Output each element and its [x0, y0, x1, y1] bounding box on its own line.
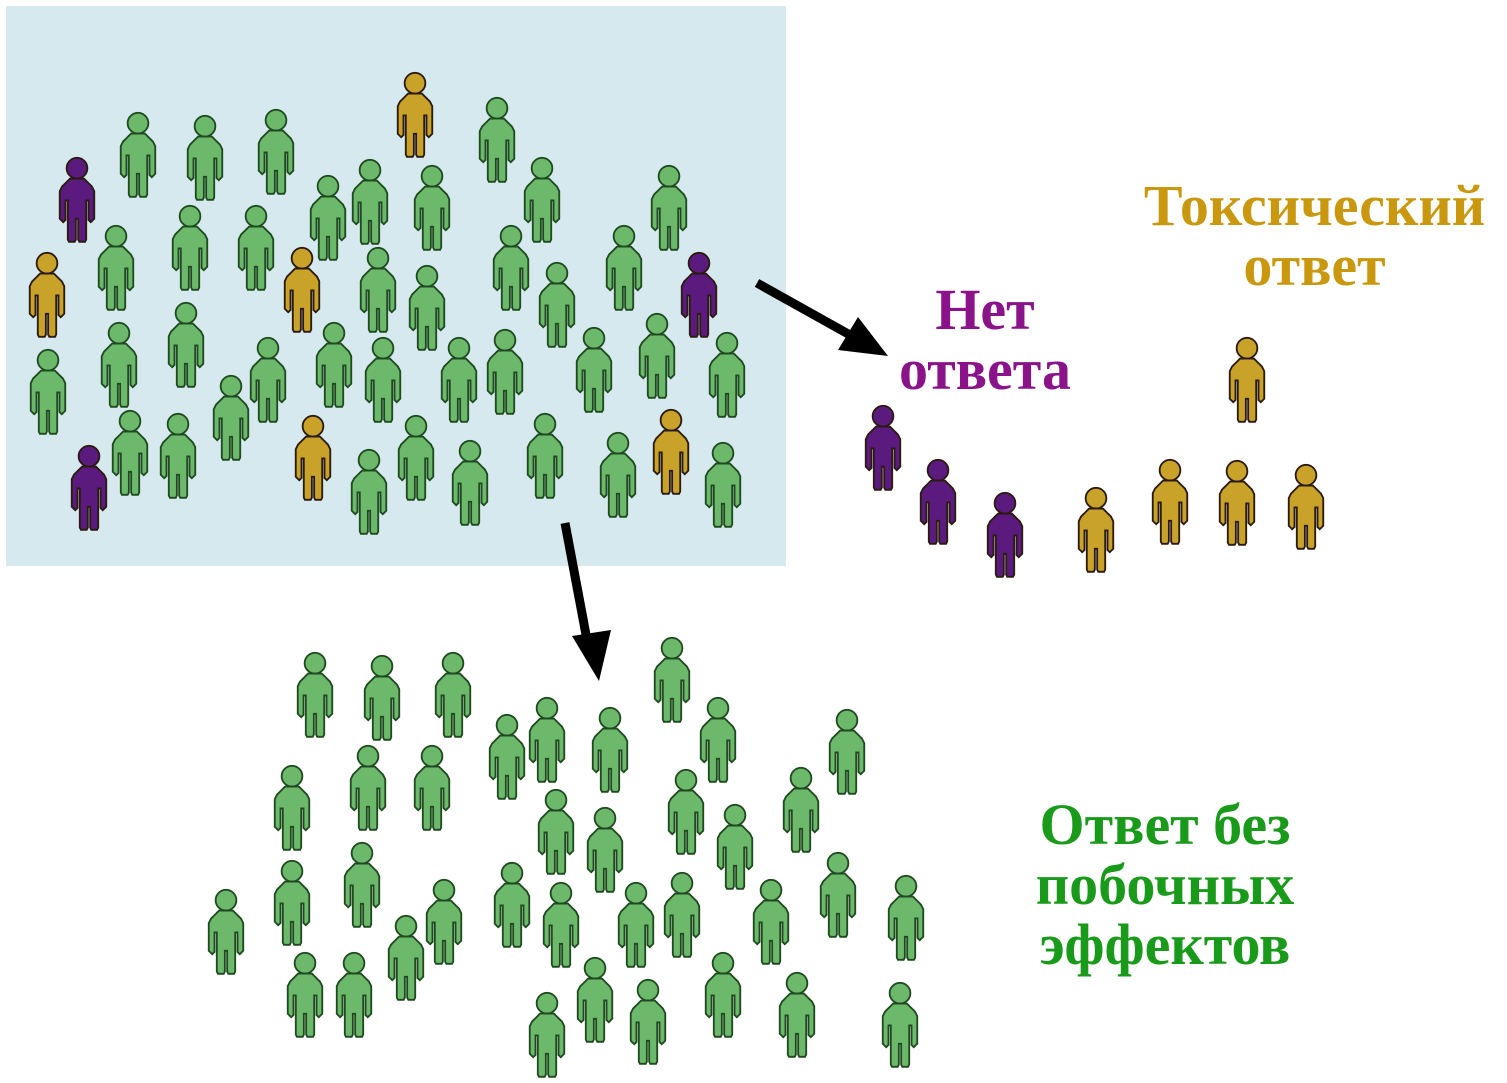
purple-person-icon: [986, 491, 1024, 578]
green-person-icon: [887, 874, 925, 961]
green-person-icon: [617, 881, 655, 968]
green-person-icon: [363, 654, 401, 741]
green-person-icon: [591, 706, 629, 793]
green-person-icon: [349, 744, 387, 831]
green-person-icon: [778, 971, 816, 1058]
gold-person-icon: [1077, 486, 1115, 573]
no-side-effects-label-line1: Ответ без: [1039, 792, 1291, 857]
arrow-head-down: [572, 630, 611, 681]
green-person-icon: [387, 914, 425, 1001]
green-person-icon: [704, 951, 742, 1038]
green-person-icon: [716, 803, 754, 890]
green-person-icon: [434, 651, 472, 738]
no-response-label-line1: Нет: [935, 277, 1035, 342]
toxic-response-label: Токсический ответ: [1122, 176, 1507, 296]
green-person-icon: [542, 881, 580, 968]
green-person-icon: [752, 878, 790, 965]
green-person-icon: [653, 636, 691, 723]
no-side-effects-label-line3: эффектов: [1039, 912, 1291, 977]
no-side-effects-label-line2: побочных: [1035, 852, 1295, 917]
toxic-label-line2: ответ: [1243, 233, 1386, 298]
green-person-icon: [586, 806, 624, 893]
green-person-icon: [273, 764, 311, 851]
green-person-icon: [493, 861, 531, 948]
green-person-icon: [273, 859, 311, 946]
no-response-label: Нет ответа: [875, 280, 1095, 400]
green-person-icon: [782, 766, 820, 853]
green-person-icon: [425, 878, 463, 965]
toxic-label-line1: Токсический: [1143, 173, 1486, 238]
green-person-icon: [667, 768, 705, 855]
green-person-icon: [335, 951, 373, 1038]
no-response-label-line2: ответа: [899, 337, 1071, 402]
green-person-icon: [699, 696, 737, 783]
no-side-effects-label: Ответ без побочных эффектов: [1010, 795, 1320, 975]
green-person-icon: [207, 888, 245, 975]
green-person-icon: [629, 978, 667, 1065]
arrow-icon: [560, 522, 592, 641]
green-person-icon: [881, 981, 919, 1068]
green-person-icon: [576, 956, 614, 1043]
green-person-icon: [828, 708, 866, 795]
arrow-head-right: [838, 317, 888, 356]
purple-person-icon: [919, 458, 957, 545]
green-person-icon: [537, 788, 575, 875]
purple-person-icon: [864, 404, 902, 491]
gold-person-icon: [1151, 458, 1189, 545]
gold-person-icon: [1287, 463, 1325, 550]
green-person-icon: [343, 841, 381, 928]
green-person-icon: [528, 991, 566, 1078]
green-person-icon: [488, 713, 526, 800]
green-person-icon: [663, 871, 701, 958]
green-person-icon: [296, 651, 334, 738]
green-person-icon: [286, 951, 324, 1038]
green-person-icon: [819, 851, 857, 938]
green-person-icon: [413, 744, 451, 831]
gold-person-icon: [1228, 336, 1266, 423]
gold-person-icon: [1218, 459, 1256, 546]
green-person-icon: [528, 696, 566, 783]
